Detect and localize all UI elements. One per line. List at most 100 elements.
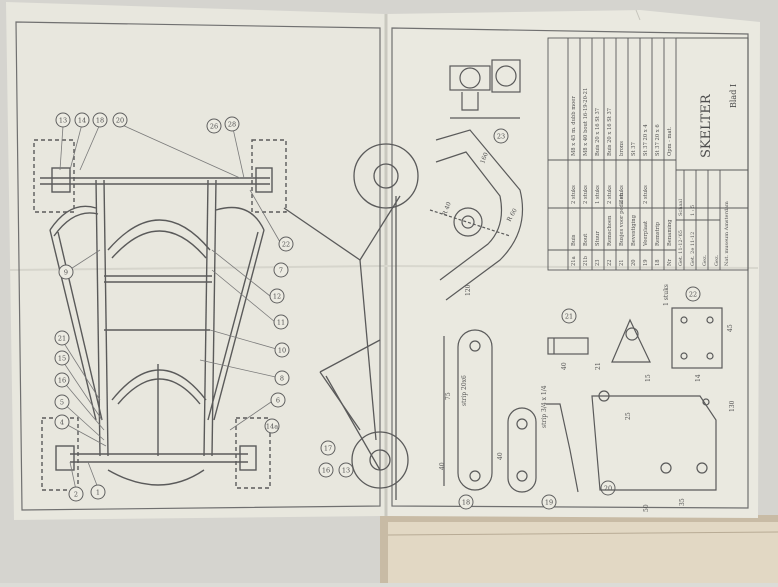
detail-steering-bend — [429, 129, 524, 301]
parts-spec-6: St 37 20 x 4 — [643, 124, 649, 156]
detail-veerplaat — [507, 403, 579, 493]
parts-num-4: 21 — [619, 259, 625, 266]
label-22b: 22 — [689, 291, 697, 299]
dim-steer-120: 120 — [465, 284, 472, 296]
dim-detail-40: 40 — [497, 452, 504, 460]
parts-num-6: 19 — [643, 259, 649, 266]
label-14: 14 — [78, 117, 86, 125]
side-label-circles — [318, 440, 354, 478]
parts-qty-2: 1 stuks — [595, 185, 601, 204]
label-18: 18 — [96, 117, 104, 125]
leader-lines — [59, 123, 281, 491]
parts-name-0: Buis — [571, 234, 577, 246]
parts-spec-1: M8 x 40 bout 16-19-20-21 — [583, 88, 589, 156]
parts-spec-0: M8 x 45 m. dubb moer — [571, 96, 577, 156]
parts-num-5: 20 — [631, 259, 637, 266]
label-22: 22 — [282, 241, 290, 249]
parts-spec-4: brons — [619, 141, 625, 156]
detail-label-circles — [458, 128, 701, 510]
side-label-numbers: 17 16 13 — [322, 445, 350, 475]
dim-strip-40: 40 — [439, 462, 446, 470]
tb-row-1: Get. 2e 11-12 — [690, 232, 696, 266]
notebook-page — [388, 522, 778, 583]
label-10: 10 — [278, 347, 286, 355]
parts-name-5: Bevestiging — [631, 214, 637, 246]
dim-strip-label: strip 20x6 — [461, 375, 468, 406]
tb-row-2: Gez. — [702, 254, 708, 266]
label-28: 28 — [228, 121, 236, 129]
parts-spec-2: Buis 20 x 16 St 37 — [595, 108, 601, 156]
parts-name-4: Busjes voor pedalen — [619, 192, 625, 246]
dim-plate-14: 14 — [695, 374, 702, 382]
label-6: 6 — [276, 397, 280, 405]
label-20b: 20 — [604, 485, 612, 493]
dim-plate-45: 45 — [727, 324, 734, 332]
part-label-numbers: 13 14 18 20 26 28 22 9 7 12 11 10 8 6 14… — [58, 117, 290, 499]
label-11: 11 — [277, 319, 285, 327]
label-21b: 21 — [565, 313, 573, 321]
sheet-title: SKELTER — [699, 93, 714, 158]
label-15: 15 — [58, 355, 66, 363]
tb-row-0: Get. 11-12-'65 — [678, 230, 684, 266]
right-frame — [391, 27, 749, 509]
tb-header-remark: Opm - mat. — [667, 126, 673, 156]
dim-plate-15: 15 — [645, 374, 652, 382]
label-13b: 13 — [342, 467, 350, 475]
label-4: 4 — [60, 419, 64, 427]
parts-num-2: 23 — [595, 259, 601, 266]
chassis-drawing — [33, 139, 287, 491]
left-sheet — [6, 2, 386, 520]
parts-num-7: 18 — [655, 259, 661, 266]
parts-num-1: 21b — [583, 255, 589, 266]
label-26: 26 — [210, 123, 218, 131]
parts-name-3: Remschoen — [607, 215, 613, 246]
dim-detail-25: 25 — [625, 412, 632, 420]
parts-spec-5: St 37 — [631, 142, 637, 156]
sheet-label: Blad I — [729, 84, 738, 108]
parts-name-1: Bout — [583, 233, 589, 246]
parts-num-3: 22 — [607, 259, 613, 266]
detail-bush — [547, 337, 589, 355]
label-16b: 16 — [322, 467, 330, 475]
label-21: 21 — [58, 335, 66, 343]
label-17: 17 — [324, 445, 332, 453]
parts-qty-4: 2 stuks — [619, 185, 625, 204]
dim-detail-130: 130 — [729, 400, 736, 412]
detail-remstrip — [443, 329, 493, 491]
dim-strip-steel: strip 3/4 x 1/4 — [541, 385, 548, 428]
detail-bevestiging — [591, 390, 717, 491]
parts-num-0: 21a — [571, 256, 577, 266]
title-block: Get. 11-12-'65 Get. 2e 11-12 Gez. Gez. S… — [676, 84, 748, 270]
label-23: 23 — [497, 133, 505, 141]
dim-steer-r: R 40 — [441, 201, 452, 217]
label-19: 19 — [545, 499, 553, 507]
dim-steer-160: 160 — [479, 151, 490, 164]
label-16: 16 — [58, 377, 66, 385]
label-7: 7 — [279, 267, 283, 275]
label-9: 9 — [64, 269, 68, 277]
detail-label-numbers: 23 21 22 18 19 20 — [462, 133, 697, 507]
dim-detail-35: 35 — [679, 498, 686, 506]
label-1: 1 — [96, 489, 100, 497]
tb-row-3: Gez. — [714, 254, 720, 266]
parts-qty-3: 2 stuks — [607, 185, 613, 204]
label-5: 5 — [60, 399, 64, 407]
detail-remschoen — [611, 307, 723, 369]
dim-arrow-note: 1 stuks — [663, 284, 670, 306]
side-view-drawing — [283, 143, 419, 500]
parts-list-table: 21a Buis 2 stuks M8 x 45 m. dubb moer 21… — [547, 37, 749, 271]
parts-qty-0: 2 stuks — [571, 185, 577, 204]
parts-name-2: Stuur — [595, 231, 601, 246]
label-13: 13 — [59, 117, 67, 125]
left-frame — [15, 21, 381, 511]
tb-scale-label: Schaal — [678, 199, 684, 216]
label-20: 20 — [116, 117, 124, 125]
tb-scale-value: 1 : 5 — [690, 205, 696, 216]
dim-detail-50: 50 — [643, 504, 650, 512]
label-8: 8 — [280, 375, 284, 383]
dim-bush-21: 21 — [595, 362, 602, 370]
parts-qty-6: 2 stuks — [643, 185, 649, 204]
part-label-circles — [54, 112, 294, 502]
dim-bush-40: 40 — [561, 362, 568, 370]
